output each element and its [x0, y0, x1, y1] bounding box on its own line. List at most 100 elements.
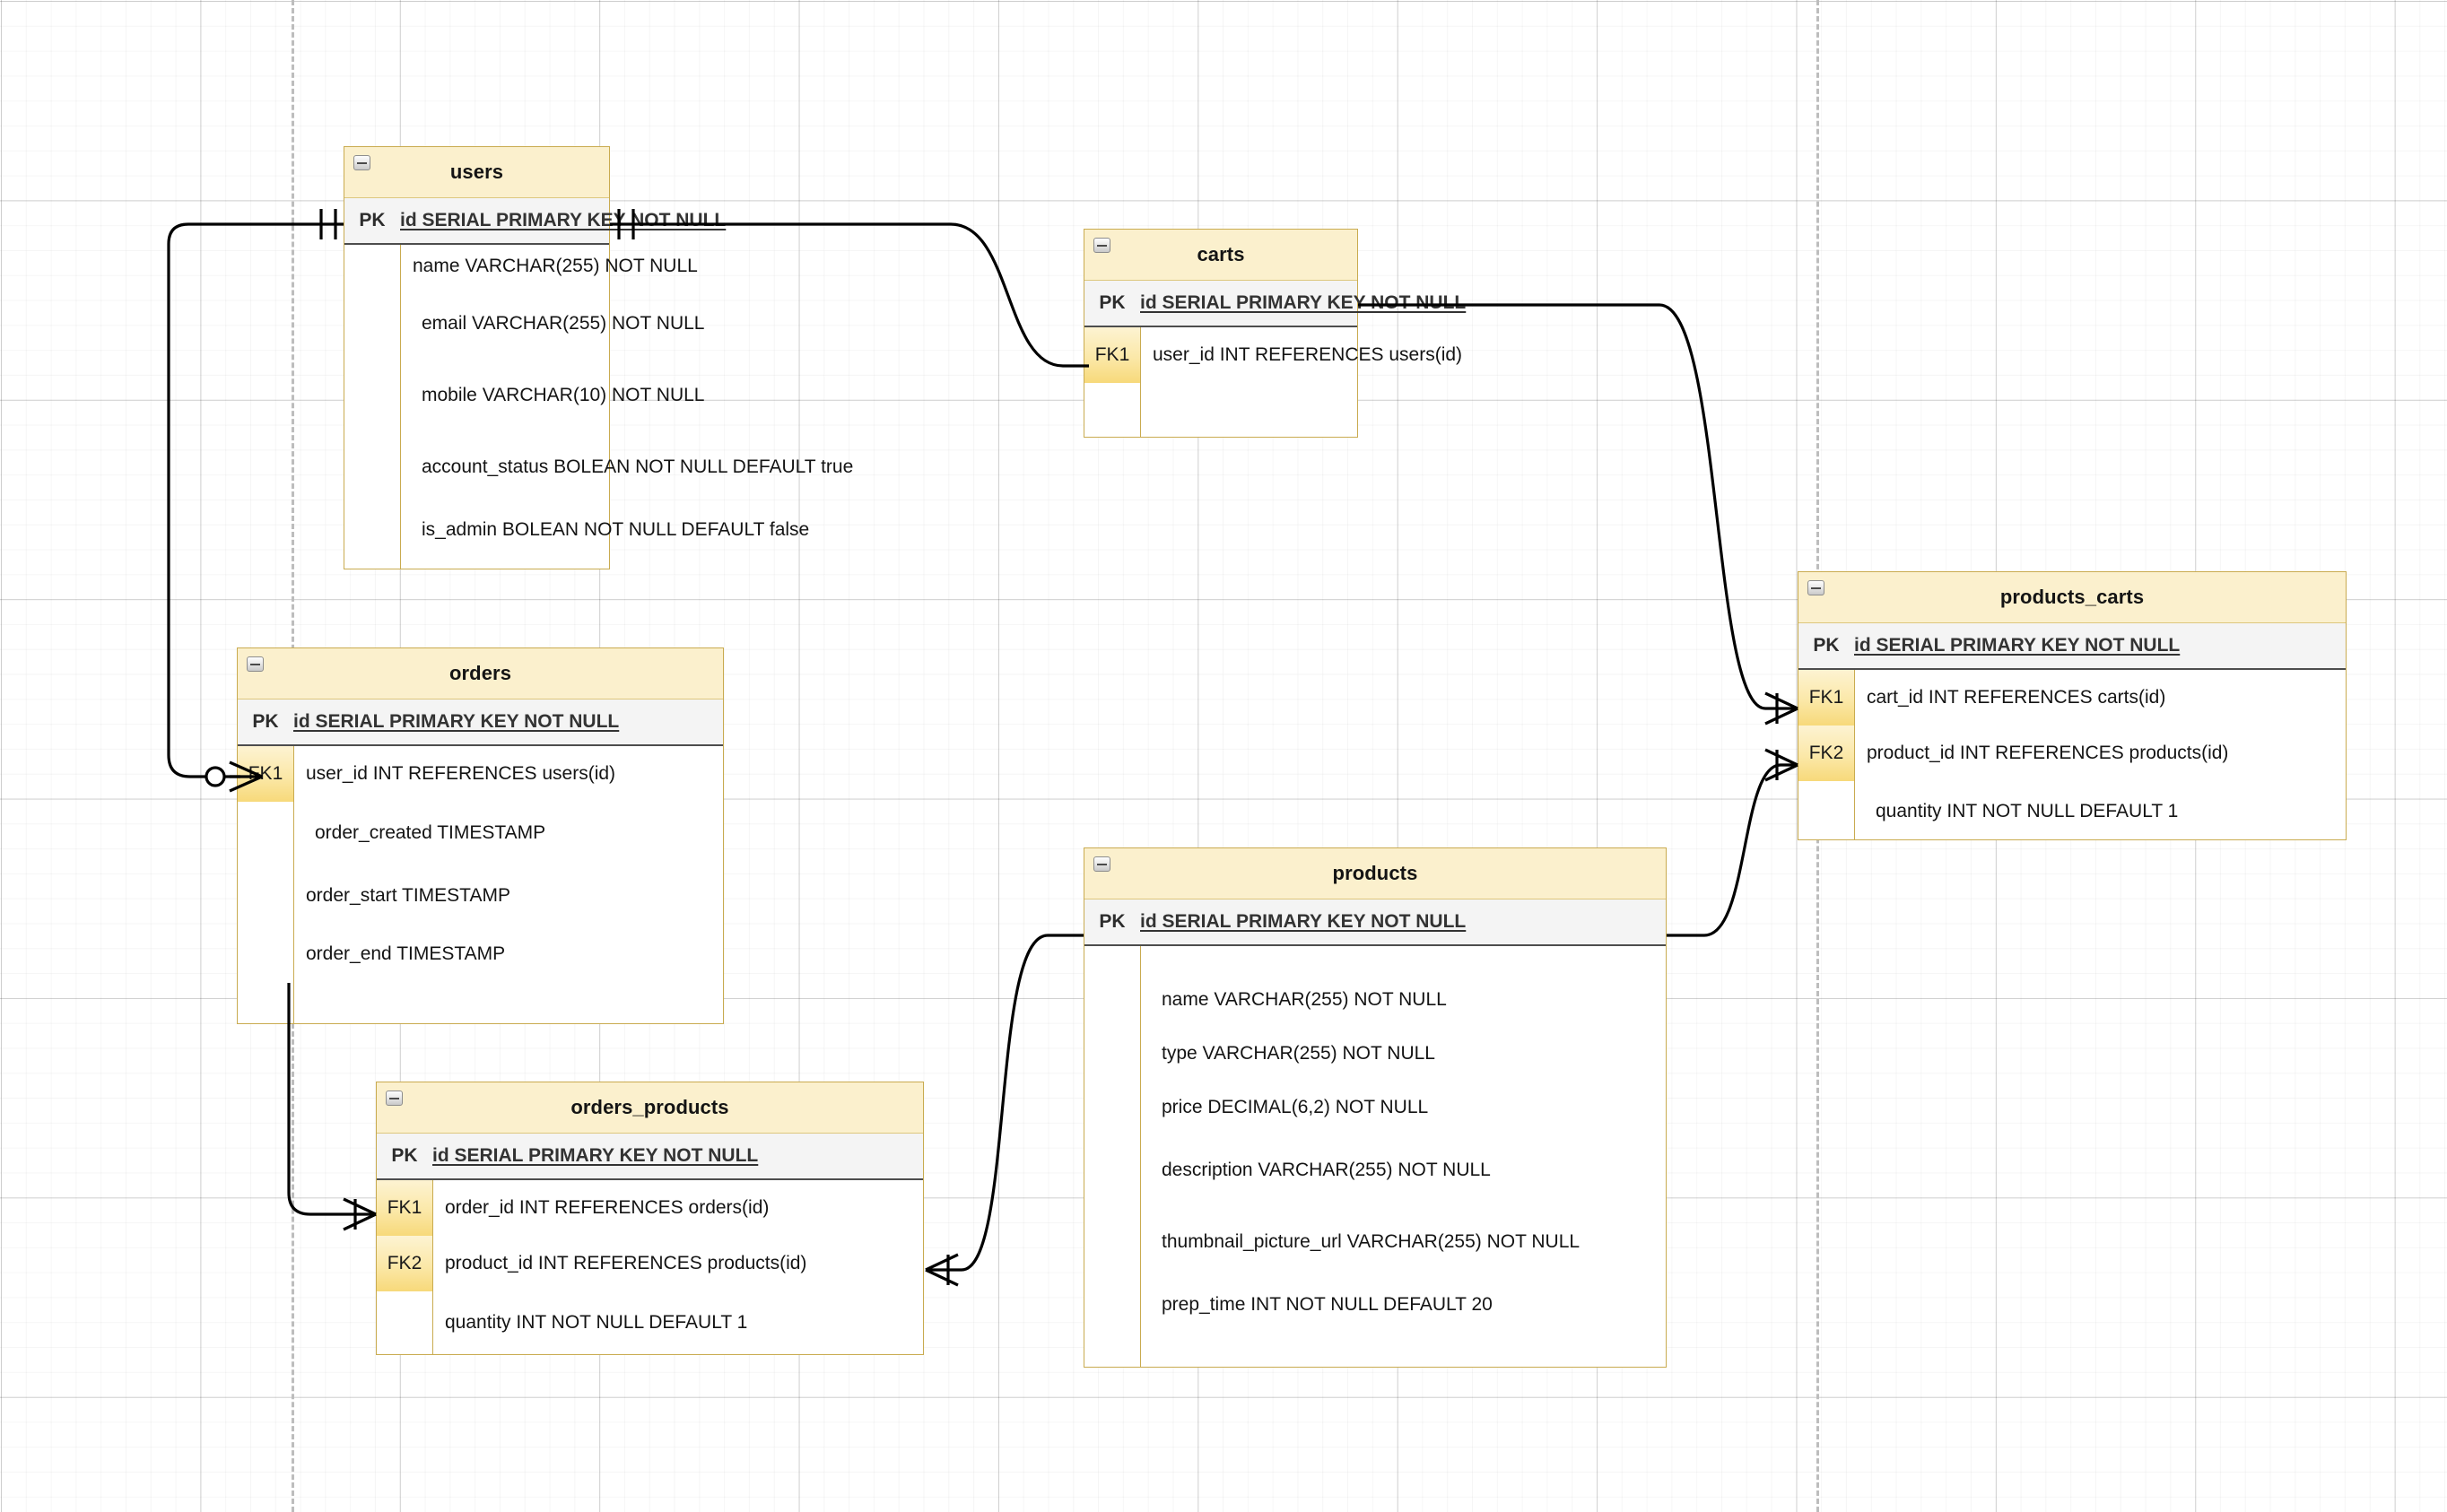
attribute-key-cell	[238, 802, 293, 865]
pk-field-products_carts: id SERIAL PRIMARY KEY NOT NULL	[1854, 635, 2181, 656]
attribute-row[interactable]: price DECIMAL(6,2) NOT NULL	[1084, 1081, 1666, 1134]
minus-box-icon[interactable]	[247, 656, 264, 672]
minus-box-icon[interactable]	[1093, 238, 1110, 253]
attribute-key-cell	[1798, 781, 1854, 841]
pk-field-users: id SERIAL PRIMARY KEY NOT NULL	[400, 210, 727, 230]
attribute-row[interactable]: order_end TIMESTAMP	[238, 927, 723, 981]
attribute-key-cell	[1084, 1278, 1140, 1332]
attribute-rows-carts: FK1 user_id INT REFERENCES users(id)	[1084, 327, 1462, 439]
attribute-field-label: quantity INT NOT NULL DEFAULT 1	[1876, 800, 2179, 821]
entity-name-orders_products: orders_products	[570, 1096, 729, 1118]
attribute-row[interactable]: account_status BOLEAN NOT NULL DEFAULT t…	[344, 431, 853, 503]
attribute-rows-orders_products: FK1 order_id INT REFERENCES orders(id) FK2…	[377, 1180, 923, 1354]
attribute-row[interactable]: quantity INT NOT NULL DEFAULT 1	[377, 1291, 923, 1354]
attribute-field-label: name VARCHAR(255) NOT NULL	[1162, 989, 1447, 1010]
attribute-row[interactable]: is_admin BOLEAN NOT NULL DEFAULT false	[344, 503, 809, 557]
pk-key-label-products: PK	[1099, 911, 1126, 932]
attribute-field-label: thumbnail_picture_url VARCHAR(255) NOT N…	[1162, 1231, 1581, 1252]
relationship-products-products-carts	[1667, 748, 1798, 937]
attribute-field-label: product_id INT REFERENCES products(id)	[445, 1253, 807, 1273]
attribute-row[interactable]: quantity INT NOT NULL DEFAULT 1	[1798, 781, 2346, 841]
attribute-row[interactable]: name VARCHAR(255) NOT NULL	[1084, 973, 1666, 1027]
pk-field-products: id SERIAL PRIMARY KEY NOT NULL	[1140, 911, 1467, 932]
attribute-row[interactable]: thumbnail_picture_url VARCHAR(255) NOT N…	[1084, 1206, 1666, 1278]
fk-row-products_carts-fk1[interactable]: FK1 cart_id INT REFERENCES carts(id)	[1798, 670, 2346, 726]
attribute-key-cell	[344, 360, 400, 431]
key-column-divider	[293, 746, 294, 1023]
attribute-field-label: order_start TIMESTAMP	[306, 885, 510, 906]
attribute-row[interactable]: mobile VARCHAR(10) NOT NULL	[344, 360, 704, 431]
attribute-row[interactable]: name VARCHAR(255) NOT NULL	[344, 245, 698, 288]
pk-field-carts: id SERIAL PRIMARY KEY NOT NULL	[1140, 292, 1467, 313]
entity-name-carts: carts	[1197, 243, 1245, 265]
pk-key-label-carts: PK	[1099, 292, 1126, 313]
relationship-products-orders-products	[925, 934, 1084, 1287]
attribute-field-label: description VARCHAR(255) NOT NULL	[1162, 1160, 1491, 1180]
attribute-row[interactable]: order_start TIMESTAMP	[238, 865, 723, 927]
fk-key-label: FK2	[1798, 726, 1854, 781]
pk-row-carts[interactable]: PK id SERIAL PRIMARY KEY NOT NULL	[1084, 281, 1466, 327]
entity-name-orders: orders	[448, 662, 512, 684]
attribute-row[interactable]: prep_time INT NOT NULL DEFAULT 20	[1084, 1278, 1666, 1332]
minus-box-icon[interactable]	[386, 1091, 403, 1106]
attribute-key-cell	[344, 431, 400, 503]
attribute-key-cell	[1084, 1206, 1140, 1278]
fk-key-label: FK1	[1798, 670, 1854, 726]
attribute-field-label: name VARCHAR(255) NOT NULL	[413, 256, 698, 276]
attribute-key-cell	[1084, 973, 1140, 1027]
attribute-key-cell	[1084, 383, 1140, 439]
minus-box-icon[interactable]	[1807, 580, 1824, 595]
pk-row-users[interactable]: PK id SERIAL PRIMARY KEY NOT NULL	[344, 198, 726, 245]
attribute-field-label: product_id INT REFERENCES products(id)	[1867, 743, 2229, 763]
fk-key-label: FK1	[377, 1180, 432, 1236]
attribute-field-label: type VARCHAR(255) NOT NULL	[1162, 1043, 1435, 1064]
pk-key-label-users: PK	[359, 210, 386, 230]
minus-box-icon[interactable]	[353, 155, 370, 170]
attribute-row[interactable]: type VARCHAR(255) NOT NULL	[1084, 1027, 1666, 1081]
entity-title-products[interactable]: products	[1084, 848, 1666, 899]
fk-row-orders_products-fk2[interactable]: FK2 product_id INT REFERENCES products(id…	[377, 1236, 923, 1291]
fk-key-label: FK1	[238, 746, 293, 802]
fk-row-orders_products-fk1[interactable]: FK1 order_id INT REFERENCES orders(id)	[377, 1180, 923, 1236]
entity-title-products_carts[interactable]: products_carts	[1798, 572, 2346, 623]
entity-name-products_carts: products_carts	[1999, 586, 2145, 608]
pk-row-products[interactable]: PK id SERIAL PRIMARY KEY NOT NULL	[1084, 899, 1666, 946]
key-column-divider	[432, 1180, 433, 1354]
attribute-key-cell	[1084, 1027, 1140, 1081]
attribute-row[interactable]: description VARCHAR(255) NOT NULL	[1084, 1134, 1666, 1206]
attribute-row[interactable]	[1084, 383, 1357, 439]
pk-field-orders_products: id SERIAL PRIMARY KEY NOT NULL	[432, 1145, 759, 1166]
fk-key-label: FK2	[377, 1236, 432, 1291]
attribute-field-label: price DECIMAL(6,2) NOT NULL	[1162, 1097, 1429, 1117]
attribute-key-cell	[1084, 1081, 1140, 1134]
attribute-field-label: order_id INT REFERENCES orders(id)	[445, 1197, 770, 1218]
attribute-row[interactable]: order_created TIMESTAMP	[238, 802, 723, 865]
fk-key-label: FK1	[1084, 327, 1140, 383]
entity-title-carts[interactable]: carts	[1084, 230, 1357, 281]
fk-row-products_carts-fk2[interactable]: FK2 product_id INT REFERENCES products(id…	[1798, 726, 2346, 781]
entity-title-orders[interactable]: orders	[238, 648, 723, 700]
attribute-key-cell	[344, 503, 400, 557]
attribute-rows-products: name VARCHAR(255) NOT NULL type VARCHAR(2…	[1084, 946, 1666, 1367]
entity-title-users[interactable]: users	[344, 147, 609, 198]
attribute-field-label: user_id INT REFERENCES users(id)	[1153, 344, 1463, 365]
attribute-field-label: mobile VARCHAR(10) NOT NULL	[422, 385, 705, 405]
entity-name-users: users	[449, 161, 504, 183]
entity-title-orders_products[interactable]: orders_products	[377, 1082, 923, 1134]
fk-row-carts-fk1[interactable]: FK1 user_id INT REFERENCES users(id)	[1084, 327, 1462, 383]
attribute-field-label: cart_id INT REFERENCES carts(id)	[1867, 687, 2166, 708]
attribute-row[interactable]: email VARCHAR(255) NOT NULL	[344, 288, 704, 360]
minus-box-icon[interactable]	[1093, 856, 1110, 872]
